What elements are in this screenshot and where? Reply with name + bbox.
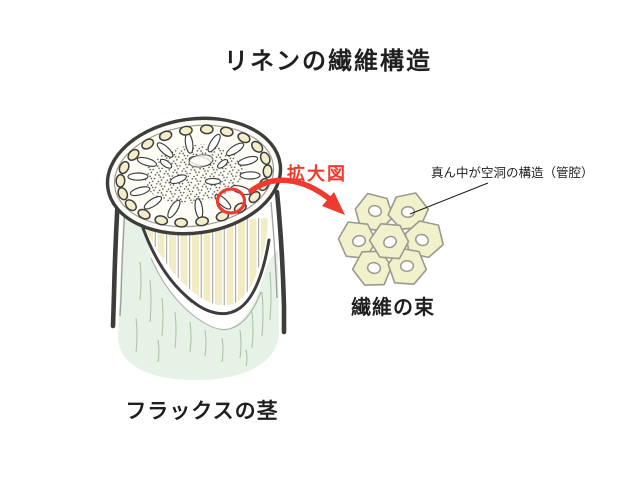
magnify-label: 拡大図 [287, 164, 347, 185]
page-title: リネンの繊維構造 [224, 47, 432, 75]
annotation-pointer-line [409, 182, 489, 215]
flax-stem-illustration [105, 116, 287, 381]
fiber-bundle-label: 繊維の束 [351, 295, 435, 319]
lumen-annotation: 真ん中が空洞の構造（管腔） [431, 165, 594, 180]
highlight-circle [215, 187, 247, 215]
flax-stem-label: フラックスの茎 [125, 399, 279, 423]
fiber-bundle-illustration [337, 192, 445, 286]
magnify-arrow [248, 177, 345, 215]
